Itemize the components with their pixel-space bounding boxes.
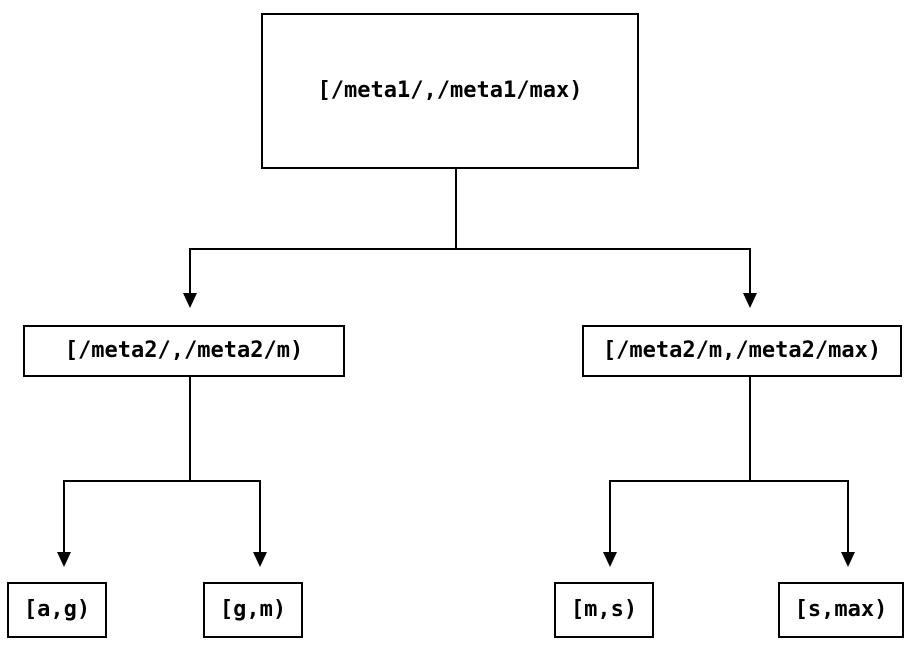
arrowhead-down-icon: [183, 293, 197, 308]
arrowhead-down-icon: [603, 552, 617, 567]
tree-node-meta2-high-label: [/meta2/m,/meta2/max): [602, 338, 882, 363]
arrowhead-down-icon: [743, 293, 757, 308]
edge-left-to-ag-drop: [63, 480, 65, 552]
tree-leaf-ag-label: [a,g): [23, 597, 91, 622]
edge-left-stem: [189, 377, 191, 481]
edge-root-to-left-drop: [189, 248, 191, 293]
edge-root-stem: [455, 169, 457, 249]
edge-right-to-ms-drop: [609, 480, 611, 552]
tree-leaf-ms: [m,s): [554, 582, 654, 638]
edge-right-stem: [749, 377, 751, 481]
arrowhead-down-icon: [253, 552, 267, 567]
tree-leaf-gm: [g,m): [203, 582, 303, 638]
tree-node-meta2-high: [/meta2/m,/meta2/max): [582, 325, 902, 377]
edge-root-crossbar: [189, 248, 751, 250]
tree-leaf-ms-label: [m,s): [570, 597, 638, 622]
edge-root-to-right-drop: [749, 248, 751, 293]
tree-leaf-smax: [s,max): [778, 582, 904, 638]
arrowhead-down-icon: [57, 552, 71, 567]
tree-node-meta2-low: [/meta2/,/meta2/m): [23, 325, 345, 377]
tree-leaf-gm-label: [g,m): [219, 597, 287, 622]
arrowhead-down-icon: [841, 552, 855, 567]
edge-right-to-smax-drop: [847, 480, 849, 552]
tree-node-root-label: [/meta1/,/meta1/max): [317, 78, 583, 103]
tree-node-root: [/meta1/,/meta1/max): [261, 13, 639, 169]
tree-node-meta2-low-label: [/meta2/,/meta2/m): [64, 338, 304, 363]
edge-right-crossbar: [609, 480, 849, 482]
edge-left-to-gm-drop: [259, 480, 261, 552]
tree-leaf-ag: [a,g): [7, 582, 107, 638]
edge-left-crossbar: [63, 480, 261, 482]
tree-leaf-smax-label: [s,max): [794, 597, 888, 622]
